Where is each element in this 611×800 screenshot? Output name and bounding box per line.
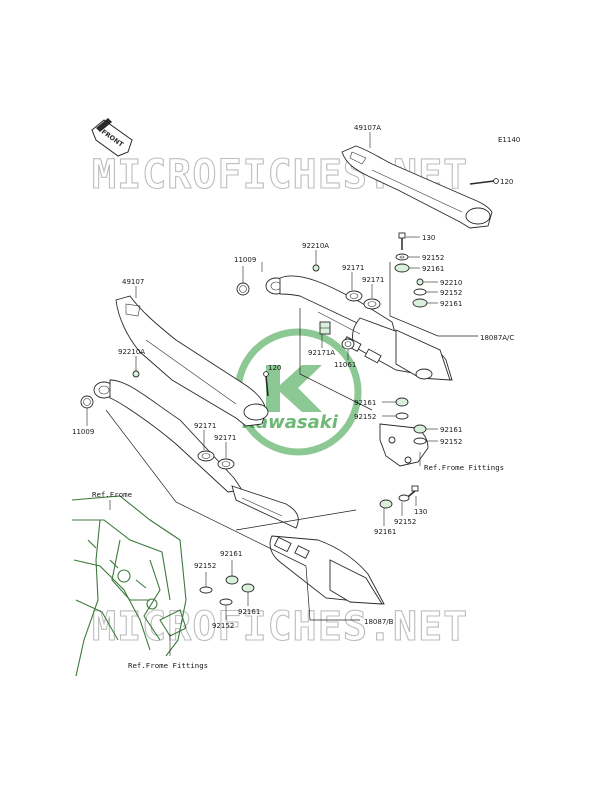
- washer-92152-c: [395, 412, 409, 420]
- part-11009-left: 11009: [72, 428, 94, 436]
- part-92210A-right: 92210A: [302, 242, 329, 250]
- part-92152-a: 92152: [422, 254, 444, 262]
- part-120-top: 120: [500, 178, 513, 186]
- washer-92152-e: [398, 494, 410, 502]
- part-120-mid: 120: [268, 364, 281, 372]
- part-92171-right-2: 92171: [362, 276, 384, 284]
- nut-92210A-right: [312, 264, 320, 272]
- clamp-92171A: [319, 321, 331, 335]
- clamp-92171-left-1: [197, 450, 215, 462]
- washer-92152-d: [413, 437, 427, 445]
- washer-92152-b: [413, 288, 427, 296]
- part-92161-c: 92161: [354, 399, 376, 407]
- part-130-low: 130: [414, 508, 427, 516]
- washer-92152-a: [395, 253, 409, 261]
- muffler-cover-upper: [341, 145, 493, 229]
- screw-120-top: [469, 178, 499, 185]
- part-18087AC: 18087A/C: [480, 334, 514, 342]
- part-49107A: 49107A: [354, 124, 381, 132]
- clamp-92171-right-1: [345, 290, 363, 302]
- grommet-92161-b: [412, 298, 428, 308]
- watermark-bottom: MICROFICHES.NET: [92, 604, 468, 650]
- grommet-92161-a: [394, 263, 410, 273]
- part-130-top: 130: [422, 234, 435, 242]
- grommet-92161-d: [413, 424, 427, 434]
- part-92161-a: 92161: [422, 265, 444, 273]
- ref-frame: Ref.Frome: [92, 490, 133, 499]
- screw-120-mid: [263, 371, 269, 397]
- part-92171-left-2: 92171: [214, 434, 236, 442]
- part-49107: 49107: [122, 278, 144, 286]
- ref-fittings-left: Ref.Frome Fittings: [128, 661, 208, 670]
- clamp-92171-right-2: [363, 298, 381, 310]
- nut-92210A-left: [132, 370, 140, 378]
- clamp-92171-left-2: [217, 458, 235, 470]
- part-92171-left-1: 92171: [194, 422, 216, 430]
- kawasaki-logo: Kawasaki: [234, 328, 362, 456]
- part-92210A-left: 92210A: [118, 348, 145, 356]
- part-92161-f: 92161: [220, 550, 242, 558]
- logo-text: Kawasaki: [242, 412, 339, 433]
- grommet-92161-e: [379, 499, 393, 509]
- part-92161-d: 92161: [440, 426, 462, 434]
- part-92161-g: 92161: [238, 608, 260, 616]
- muffler-right: [265, 275, 453, 467]
- part-92152-b: 92152: [440, 289, 462, 297]
- gasket-11009-right: [236, 282, 250, 296]
- grommet-92161-c: [395, 397, 409, 407]
- ref-fittings-right: Ref.Frome Fittings: [424, 463, 504, 472]
- part-92161-b: 92161: [440, 300, 462, 308]
- joint-11061: [341, 338, 355, 350]
- part-11061: 11061: [334, 361, 356, 369]
- nut-92210: [416, 278, 424, 286]
- muffler-cover-lower: [115, 295, 269, 427]
- part-92152-c: 92152: [354, 413, 376, 421]
- part-92161-e: 92161: [374, 528, 396, 536]
- part-92210: 92210: [440, 279, 462, 287]
- grommet-92161-f: [225, 575, 239, 585]
- grommet-92161-g: [241, 583, 255, 593]
- washer-92152-g: [219, 598, 233, 606]
- part-92152-g: 92152: [212, 622, 234, 630]
- front-arrow-icon: FRONT: [91, 118, 133, 157]
- part-92152-d: 92152: [440, 438, 462, 446]
- part-92152-f: 92152: [194, 562, 216, 570]
- bolt-130-top: [398, 232, 406, 250]
- part-92152-e: 92152: [394, 518, 416, 526]
- washer-92152-f: [199, 586, 213, 594]
- part-11009-right: 11009: [234, 256, 256, 264]
- gasket-11009-left: [80, 395, 94, 409]
- diagram-code: E1140: [498, 136, 520, 144]
- part-92171-right-1: 92171: [342, 264, 364, 272]
- frame-outline: [71, 495, 187, 677]
- part-18087B: 18087/B: [364, 618, 394, 626]
- muffler-left: [93, 379, 385, 605]
- part-92171A: 92171A: [308, 349, 335, 357]
